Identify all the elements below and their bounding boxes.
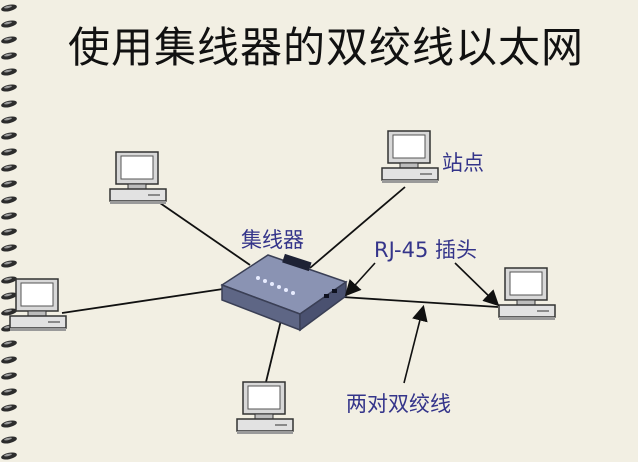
spiral-ring <box>1 340 17 348</box>
spiral-ring <box>1 68 17 76</box>
cable-top-right <box>309 186 406 269</box>
spiral-ring-highlight <box>4 245 12 249</box>
station-label: 站点 <box>442 151 484 175</box>
spiral-ring-highlight <box>4 357 12 361</box>
spiral-ring-highlight <box>4 389 12 393</box>
spiral-ring-highlight <box>4 197 12 201</box>
spiral-ring <box>1 244 17 252</box>
spiral-ring <box>1 356 17 364</box>
spiral-ring-highlight <box>4 21 12 25</box>
spiral-ring <box>1 180 17 188</box>
spiral-ring-highlight <box>4 117 12 121</box>
spiral-ring-highlight <box>4 421 12 425</box>
hub-label: 集线器 <box>241 228 304 252</box>
spiral-ring-highlight <box>4 181 12 185</box>
spiral-ring-highlight <box>4 341 12 345</box>
spiral-ring <box>1 388 17 396</box>
spiral-ring <box>1 148 17 156</box>
spiral-ring-highlight <box>4 101 12 105</box>
computer-top-right <box>381 130 439 184</box>
spiral-ring <box>1 372 17 380</box>
spiral-ring-highlight <box>4 405 12 409</box>
cables <box>61 186 499 383</box>
spiral-ring-highlight <box>4 213 12 217</box>
computer-bottom <box>236 381 294 435</box>
spiral-ring <box>1 436 17 444</box>
cable-left <box>61 288 224 314</box>
arrow-twisted-pair <box>403 304 428 384</box>
spiral-ring <box>1 116 17 124</box>
spiral-ring-highlight <box>4 37 12 41</box>
spiral-ring-highlight <box>4 261 12 265</box>
spiral-ring <box>1 36 17 44</box>
spiral-ring-highlight <box>4 149 12 153</box>
spiral-ring-highlight <box>4 229 12 233</box>
spiral-ring <box>1 52 17 60</box>
spiral-ring <box>1 292 17 300</box>
computer-right <box>498 267 556 321</box>
spiral-ring-highlight <box>4 373 12 377</box>
page-title: 使用集线器的双绞线以太网 <box>68 23 585 72</box>
spiral-ring <box>1 132 17 140</box>
computer-left <box>9 278 67 332</box>
spiral-ring-highlight <box>4 309 12 313</box>
cable-top-left <box>159 202 251 266</box>
spiral-ring <box>1 20 17 28</box>
spiral-ring <box>1 84 17 92</box>
spiral-ring-highlight <box>4 5 12 9</box>
spiral-ring <box>1 452 17 460</box>
spiral-ring <box>1 196 17 204</box>
spiral-ring <box>1 212 17 220</box>
spiral-ring-highlight <box>4 437 12 441</box>
spiral-ring-highlight <box>4 277 12 281</box>
spiral-ring <box>1 164 17 172</box>
spiral-ring <box>1 420 17 428</box>
twisted-pair-label: 两对双绞线 <box>346 392 451 416</box>
spiral-ring-highlight <box>4 53 12 57</box>
spiral-ring-highlight <box>4 293 12 297</box>
spiral-ring <box>1 228 17 236</box>
spiral-ring-highlight <box>4 165 12 169</box>
spiral-ring-highlight <box>4 453 12 457</box>
spiral-ring <box>1 308 17 316</box>
spiral-ring-highlight <box>4 69 12 73</box>
computer-top-left <box>109 151 167 205</box>
arrow-rj45-left <box>344 262 376 297</box>
hub-icon <box>220 253 348 332</box>
arrow-rj45-right <box>454 262 500 307</box>
spiral-ring <box>1 260 17 268</box>
cable-right <box>341 296 499 308</box>
rj45-label: RJ-45 插头 <box>374 238 478 262</box>
spiral-binding-icon <box>1 4 17 460</box>
cable-bottom <box>265 315 283 383</box>
spiral-ring-highlight <box>4 133 12 137</box>
spiral-ring <box>1 100 17 108</box>
spiral-ring <box>1 4 17 12</box>
spiral-ring <box>1 404 17 412</box>
spiral-ring <box>1 276 17 284</box>
spiral-ring-highlight <box>4 85 12 89</box>
